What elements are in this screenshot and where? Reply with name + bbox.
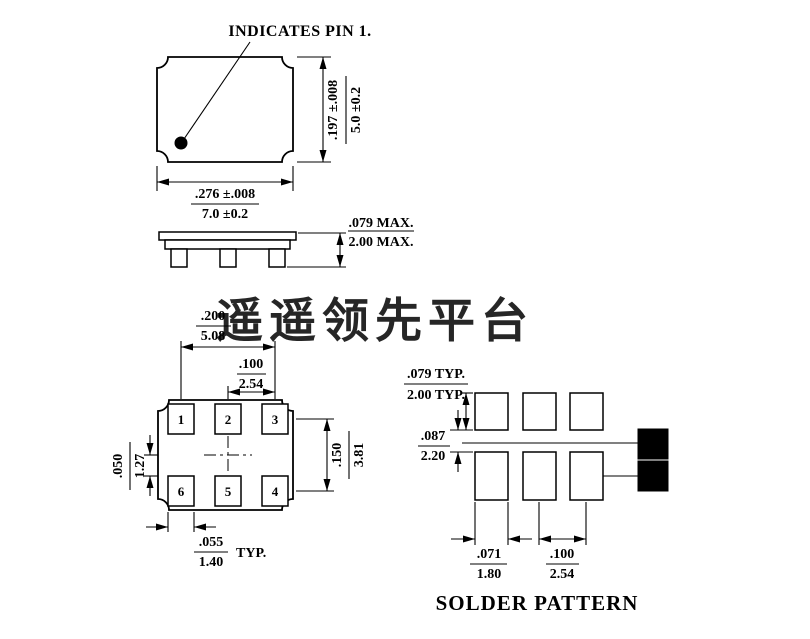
pad-4 [261, 475, 289, 507]
dim-height-inch: .197 ±.008 [326, 80, 341, 140]
side-view [158, 231, 297, 268]
dim-pitch-mm: 2.54 [239, 377, 264, 392]
dim-rowpitch-mm: 3.81 [352, 443, 367, 468]
top-view-width-dimension: .276 ±.008 7.0 ±0.2 [156, 166, 294, 222]
solder-pad [474, 392, 509, 431]
solder-pitch-dimension: .100 2.54 [538, 502, 587, 582]
pad-6 [167, 475, 195, 507]
dim-sideheight-inch: .079 MAX. [349, 216, 414, 231]
sp-pitch-mm: 2.54 [550, 567, 575, 582]
bottom-view-offset-dimension: .050 1.27 [111, 435, 158, 496]
top-view: INDICATES PIN 1. [156, 23, 371, 163]
sp-gap-mm: 2.20 [421, 449, 446, 464]
sp-gap-inch: .087 [421, 429, 446, 444]
sp-padheight-inch: .079 TYP. [407, 367, 465, 382]
pad-2 [214, 403, 242, 435]
side-view-foot [219, 248, 237, 268]
pad-number: 4 [272, 484, 279, 499]
dim-offset-inch: .050 [111, 454, 126, 479]
sp-padheight-mm: 2.00 TYP. [407, 388, 465, 403]
solder-padheight-dimension: .079 TYP. 2.00 TYP. [404, 367, 473, 431]
dim-rowpitch-inch: .150 [330, 443, 345, 468]
dim-padwidth-mm: 1.40 [199, 555, 224, 570]
pin1-leader-line [183, 41, 251, 140]
bottom-view-rowpitch-dimension: .150 3.81 [296, 418, 367, 492]
solder-pad [569, 392, 604, 431]
solder-terminal-1 [637, 428, 669, 460]
pad-number: 2 [225, 412, 232, 427]
pin1-dot [174, 136, 188, 150]
pad-number: 1 [178, 412, 185, 427]
solder-pad [569, 451, 604, 501]
padwidth-typ-label: TYP. [236, 546, 266, 561]
dim-sideheight-mm: 2.00 MAX. [349, 235, 414, 250]
dim-height-mm: 5.0 ±0.2 [349, 87, 364, 133]
dim-pitch-inch: .100 [239, 357, 264, 372]
bottom-view-padwidth-dimension: .055 1.40 TYP. [146, 512, 266, 570]
solder-padwidth-dimension: .071 1.80 [451, 502, 532, 582]
side-view-body [164, 239, 291, 250]
solder-gap-dimension: .087 2.20 [418, 410, 473, 472]
watermark-text: 遥遥领先平台 [216, 294, 534, 349]
solder-terminal-2 [637, 460, 669, 492]
dim-span-mm: 5.08 [201, 329, 226, 344]
pad-3 [261, 403, 289, 435]
dim-width-mm: 7.0 ±0.2 [202, 207, 248, 222]
solder-pattern [462, 392, 669, 501]
pad-number: 5 [225, 484, 232, 499]
pad-5 [214, 475, 242, 507]
pad-number: 3 [272, 412, 279, 427]
pad-number: 6 [178, 484, 185, 499]
pad-1 [167, 403, 195, 435]
side-view-lid [158, 231, 297, 241]
bottom-view-pitch-dimension: .100 2.54 [227, 357, 275, 399]
dim-offset-mm: 1.27 [133, 454, 148, 479]
dim-span-inch: .200 [201, 309, 226, 324]
package-top-outline [156, 56, 294, 163]
dim-padwidth-inch: .055 [199, 535, 224, 550]
solder-pad [474, 451, 509, 501]
side-view-foot [170, 248, 188, 268]
pin1-label: INDICATES PIN 1. [228, 23, 371, 40]
side-view-foot [268, 248, 286, 268]
side-view-height-dimension: .079 MAX. 2.00 MAX. [287, 216, 414, 268]
bottom-view: 1 2 3 6 5 4 [157, 399, 294, 511]
solder-pad [522, 392, 557, 431]
sp-padw-inch: .071 [477, 547, 502, 562]
solder-pattern-title: SOLDER PATTERN [436, 591, 639, 615]
sp-padw-mm: 1.80 [477, 567, 502, 582]
bottom-view-span-dimension: .200 5.08 [180, 309, 276, 399]
sp-pitch-inch: .100 [550, 547, 575, 562]
top-view-height-dimension: .197 ±.008 5.0 ±0.2 [297, 56, 364, 163]
dim-width-inch: .276 ±.008 [195, 187, 255, 202]
solder-pad [522, 451, 557, 501]
